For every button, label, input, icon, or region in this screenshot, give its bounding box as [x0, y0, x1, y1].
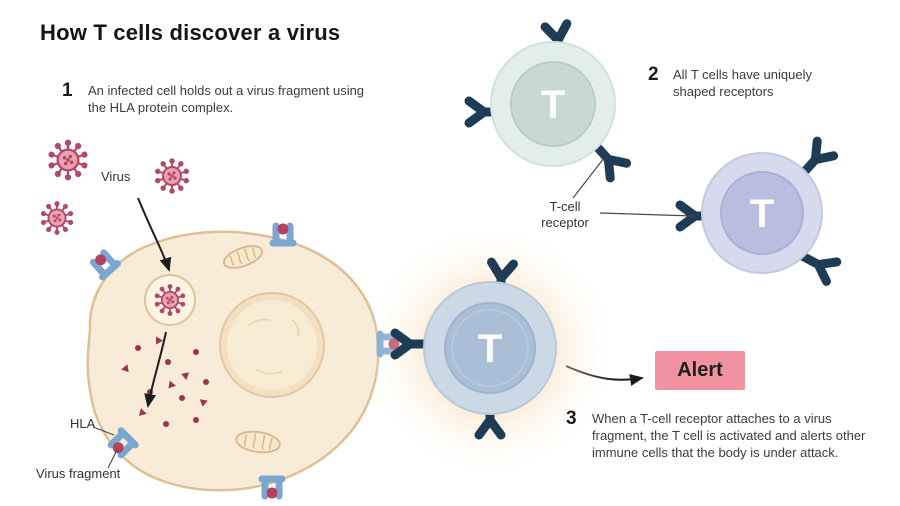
step-3-number: 3 — [566, 408, 577, 429]
mitochondria-icon — [235, 430, 281, 454]
arrow-fragments-to-hla — [144, 331, 167, 408]
t-cell-teal: T — [469, 24, 627, 178]
t-cell-receptor-label: T-cell receptor — [541, 199, 589, 231]
label-pointer-lines — [92, 157, 695, 469]
virus-fragments — [121, 336, 209, 427]
step-3-text: When a T-cell receptor attaches to a vir… — [592, 411, 866, 461]
virus-fragment-label: Virus fragment — [36, 466, 121, 481]
alert-badge: Alert — [655, 351, 745, 390]
engulfed-virus-icon — [144, 274, 196, 326]
hla-complex-icon — [273, 224, 293, 244]
t-cell-letter: T — [541, 83, 565, 127]
hla-label: HLA — [70, 416, 96, 431]
t-cell-letter: T — [750, 192, 774, 236]
t-cell-purple: T — [680, 141, 837, 281]
step-2-number: 2 — [648, 64, 659, 85]
virus-icon — [154, 158, 190, 194]
virus-icon — [40, 201, 74, 235]
hla-complex-icon — [262, 479, 282, 499]
virus-label: Virus — [101, 169, 131, 184]
page-title: How T cells discover a virus — [40, 20, 341, 45]
step-1-text: An infected cell holds out a virus fragm… — [88, 83, 365, 116]
infected-cell — [88, 224, 400, 499]
nucleus — [219, 292, 325, 398]
step-1-number: 1 — [62, 80, 73, 101]
mitochondria-icon — [222, 245, 264, 269]
t-cell-letter: T — [478, 327, 502, 371]
t-cell-activated: T — [395, 262, 557, 435]
step-2-text: All T cells have uniquely shaped recepto… — [673, 67, 812, 100]
arrow-virus-into-cell — [137, 197, 172, 272]
virus-icon — [47, 139, 89, 181]
